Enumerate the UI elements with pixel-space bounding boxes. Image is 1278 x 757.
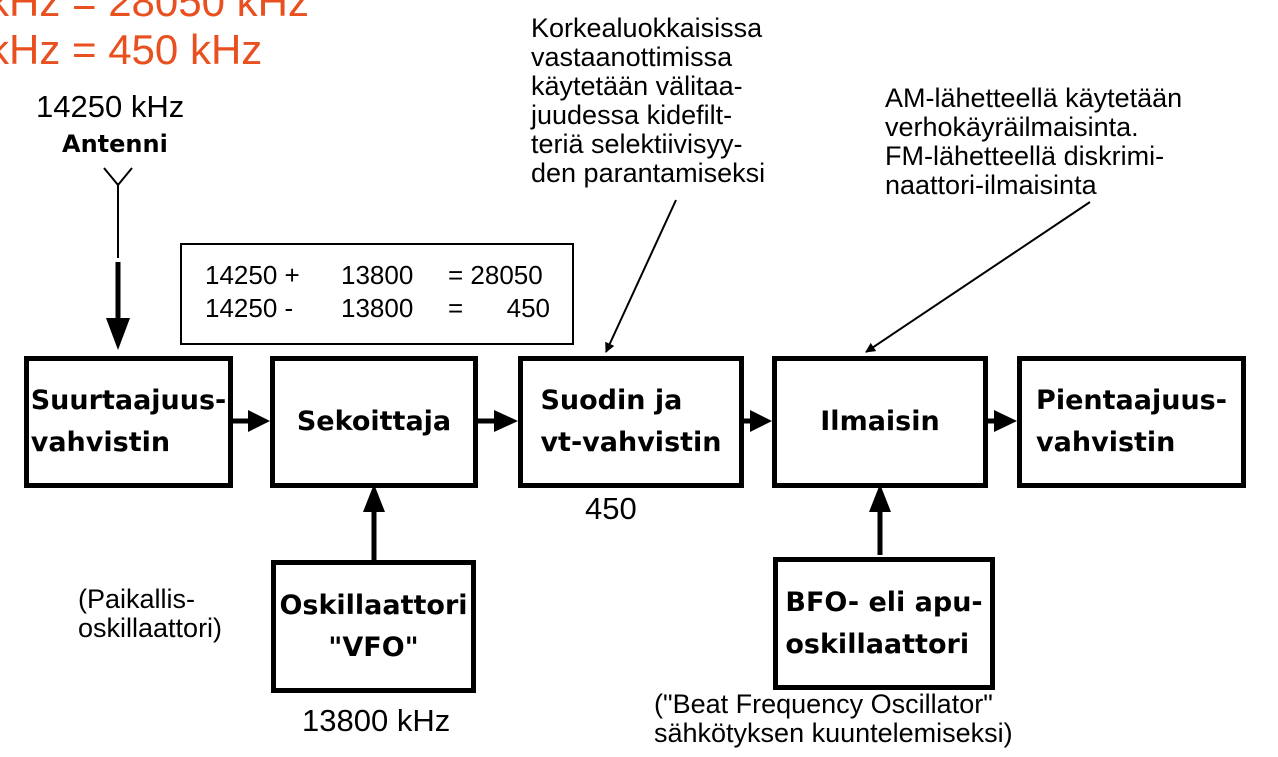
frequency-calculation-box: 14250 + 13800 = 28050 14250 - 13800 = 45… (180, 243, 574, 345)
difference-lo: 13800 (341, 293, 414, 323)
bfo-label: BFO- eli apu- oskillaattori (785, 586, 983, 660)
filter-note-pointer (605, 199, 677, 353)
difference-equals: = (448, 293, 464, 323)
vfo-label: Oskillaattori "VFO" (279, 589, 468, 663)
antenna-label: Antenni (62, 130, 168, 158)
antenna-icon (103, 167, 133, 258)
arrow-filter-to-detector (744, 410, 772, 432)
bfo-block: BFO- eli apu- oskillaattori (773, 557, 995, 690)
difference-result: 450 (506, 293, 550, 323)
difference-operand: 14250 - (205, 293, 294, 323)
mixer-sum-line: kHz = 28050 kHz (0, 0, 309, 25)
sum-lo: 13800 (341, 260, 414, 290)
antenna-frequency: 14250 kHz (36, 89, 185, 124)
arrow-vfo-to-mixer (363, 484, 385, 560)
vfo-block: Oskillaattori "VFO" (271, 560, 476, 693)
filter-if-amplifier-block: Suodin ja vt-vahvistin (518, 356, 744, 488)
detector-note-pointer (865, 201, 1091, 353)
vfo-note: (Paikallis- oskillaattori) (78, 584, 223, 643)
sum-operand: 14250 + (205, 260, 300, 290)
af-amplifier-block: Pientaajuus- vahvistin (1017, 356, 1246, 488)
af-amplifier-label: Pientaajuus- vahvistin (1036, 385, 1227, 458)
mixer-difference-line: kHz = 450 kHz (0, 26, 263, 73)
arrow-mixer-to-filter (478, 410, 518, 432)
detector-block: Ilmaisin (772, 356, 988, 488)
arrow-detector-to-af (988, 410, 1017, 432)
bfo-note: ("Beat Frequency Oscillator" sähkötyksen… (654, 689, 1013, 748)
rf-amplifier-block: Suurtaajuus- vahvistin (24, 356, 233, 488)
filter-label: Suodin ja vt-vahvistin (540, 385, 722, 458)
mixer-block: Sekoittaja (270, 356, 478, 488)
arrow-rf-to-mixer (232, 410, 270, 432)
sum-calculation: 14250 + 13800 = 28050 (205, 259, 572, 292)
mixer-label: Sekoittaja (296, 406, 452, 437)
arrow-bfo-to-detector (869, 484, 891, 555)
vfo-frequency-label: 13800 kHz (302, 703, 451, 738)
detector-label: Ilmaisin (820, 406, 940, 437)
if-frequency-label: 450 (585, 491, 637, 526)
difference-calculation: 14250 - 13800 = 450 (205, 292, 572, 325)
sum-result: = 28050 (448, 260, 543, 290)
antenna-arrow (106, 262, 130, 350)
rf-amplifier-label: Suurtaajuus- vahvistin (30, 385, 227, 458)
detector-note: AM-lähetteellä käytetään verhokäyräilmai… (885, 83, 1183, 200)
filter-note: Korkealuokkaisissa vastaanottimissa käyt… (531, 13, 766, 188)
